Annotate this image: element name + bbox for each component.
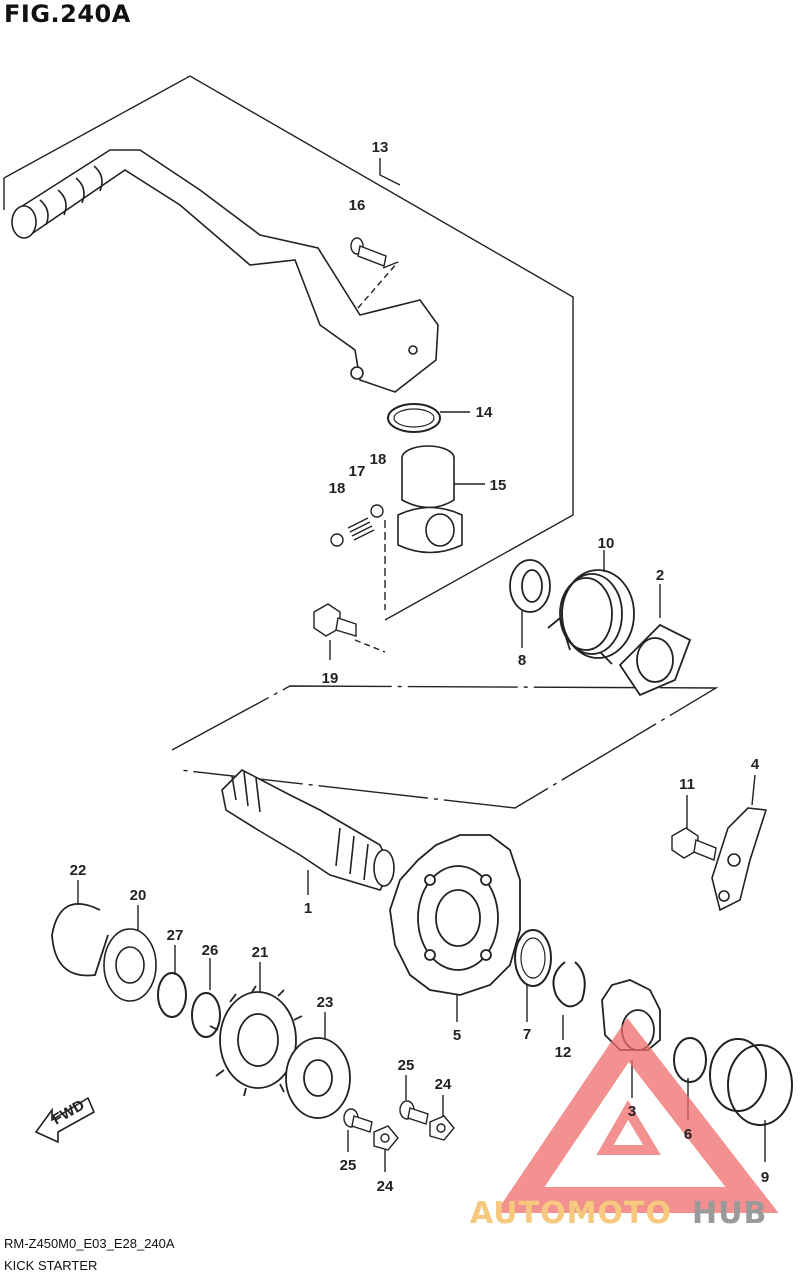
watermark-text-left: AUTOMOTO [470, 1196, 672, 1231]
callout-20: 20 [130, 887, 147, 904]
callout-26: 26 [202, 942, 219, 959]
idle-gear-part [209, 985, 305, 1097]
watermark-logo [495, 1017, 779, 1213]
bolt-part-19 [313, 603, 357, 637]
callout-4: 4 [751, 756, 760, 773]
kick-shaft-part [221, 769, 395, 891]
return-spring-part [547, 569, 635, 665]
callout-27: 27 [167, 927, 184, 944]
callout-1: 1 [304, 900, 312, 917]
callout-25: 25 [340, 1157, 357, 1174]
callout-25-second: 25 [398, 1057, 415, 1074]
diagram-code: RM-Z450M0_E03_E28_240A [4, 1236, 175, 1251]
detent-parts [330, 504, 384, 547]
fwd-arrow-icon [34, 1096, 96, 1144]
callout-19: 19 [322, 670, 339, 687]
callout-14: 14 [476, 404, 493, 421]
callout-24: 24 [377, 1178, 394, 1195]
plate-part-20 [103, 928, 157, 1002]
callout-labels: 13 16 14 17 18 18 15 10 2 8 19 4 11 22 1… [70, 139, 770, 1195]
washer-part-26 [191, 992, 221, 1038]
callout-13: 13 [372, 139, 389, 156]
small-bolts-part [343, 1100, 455, 1151]
washer-part-6 [673, 1037, 707, 1083]
callout-21: 21 [252, 944, 269, 961]
callout-15: 15 [490, 477, 507, 494]
bolt-part-16 [350, 237, 387, 267]
shaft-boss-part [397, 445, 463, 554]
washer-part-27 [157, 972, 187, 1018]
stopper-plate-part [711, 807, 768, 912]
seal-part [509, 559, 551, 613]
callout-18: 18 [329, 480, 346, 497]
callout-18-second: 18 [370, 451, 387, 468]
callout-24-second: 24 [435, 1076, 452, 1093]
circlip-part-12 [552, 961, 586, 1008]
group-frame-shaft [171, 685, 719, 809]
callout-3: 3 [628, 1103, 636, 1120]
callout-11: 11 [679, 776, 695, 793]
kick-lever-part [11, 149, 439, 393]
callout-7: 7 [523, 1026, 531, 1043]
o-ring-part [387, 403, 441, 433]
callout-9: 9 [761, 1169, 769, 1186]
callout-10: 10 [598, 535, 615, 552]
figure-title: FIG.240A [4, 0, 131, 28]
kick-gear-part [389, 834, 521, 996]
bolt-part-11 [671, 827, 717, 861]
diagram-subtitle: KICK STARTER [4, 1258, 98, 1273]
group-frame-kick-lever [3, 75, 574, 621]
callout-2: 2 [656, 567, 664, 584]
washer-part-23 [285, 1037, 351, 1119]
callout-22: 22 [70, 862, 87, 879]
callout-16: 16 [349, 197, 366, 214]
watermark-text-right: HUB [692, 1196, 768, 1231]
circlip-part-22 [51, 902, 109, 977]
callout-23: 23 [317, 994, 334, 1011]
callout-8: 8 [518, 652, 526, 669]
guide-plate-part [618, 623, 692, 697]
callout-6: 6 [684, 1126, 692, 1143]
callout-5: 5 [453, 1027, 461, 1044]
ratchet-spring-part [709, 1038, 793, 1126]
callout-12: 12 [555, 1044, 572, 1061]
washer-part-7 [514, 929, 552, 987]
callout-17: 17 [349, 463, 366, 480]
